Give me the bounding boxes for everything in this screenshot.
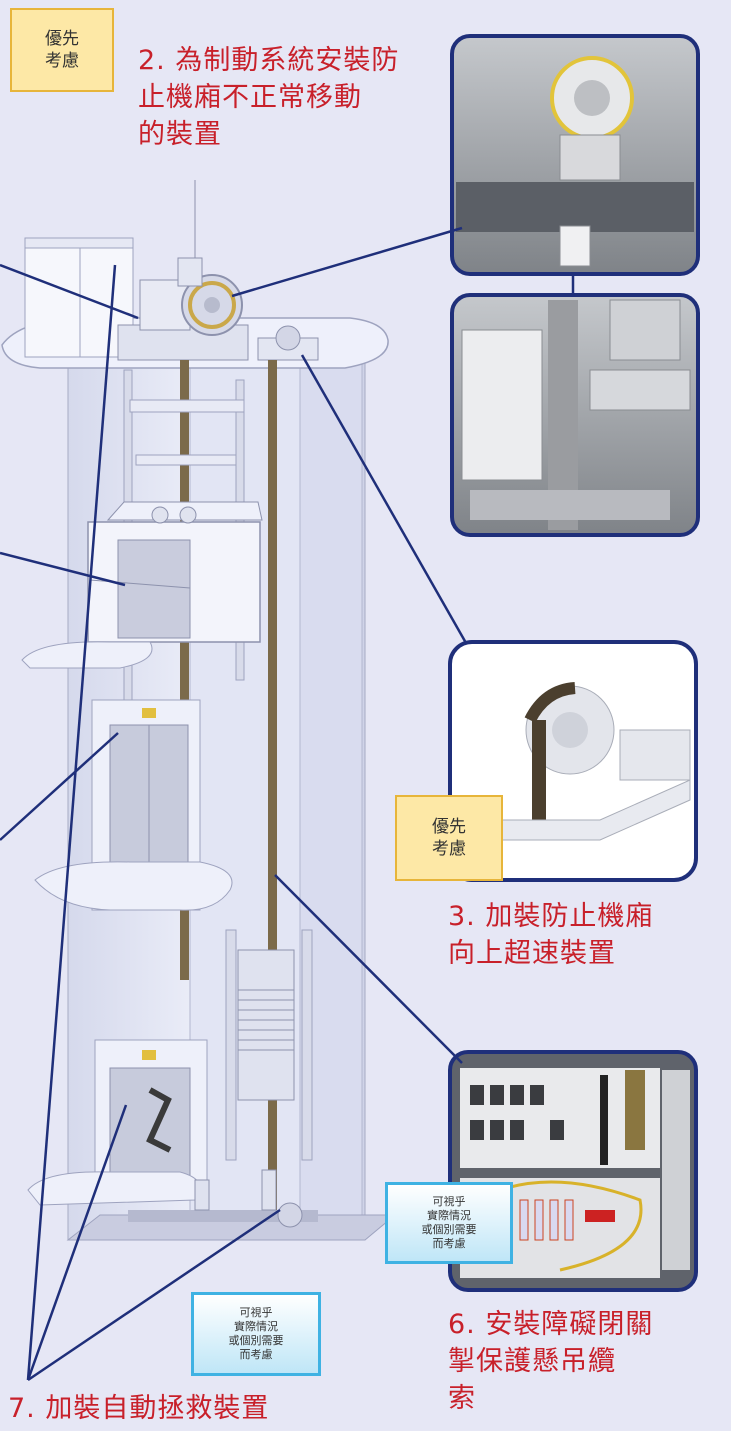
overspeed-governor-photo-inset xyxy=(448,640,698,882)
elevator-shaft-illustration xyxy=(1,180,397,1241)
brake-detail-photo-inset xyxy=(450,293,700,537)
caption-overspeed-device: 3. 加裝防止機廂 向上超速裝置 xyxy=(448,901,654,969)
consider-note-right: 可視乎 實際情況 或個別需要 而考慮 xyxy=(385,1182,513,1264)
brake-photo-inset xyxy=(450,34,700,276)
caption-brake-device: 2. 為制動系統安裝防 止機廂不正常移動 的裝置 xyxy=(138,45,400,150)
priority-badge-governor: 優先 考慮 xyxy=(395,795,503,881)
leader-lines xyxy=(0,226,575,1382)
caption-auto-rescue-device: 7. 加裝自動拯救裝置 xyxy=(8,1393,270,1424)
caption-obstruction-switch: 6. 安裝障礙閉關 掣保護懸吊纜 索 xyxy=(448,1309,654,1414)
priority-badge: 優先 考慮 xyxy=(10,8,114,92)
consider-note-bottom: 可視乎 實際情況 或個別需要 而考慮 xyxy=(191,1292,321,1376)
